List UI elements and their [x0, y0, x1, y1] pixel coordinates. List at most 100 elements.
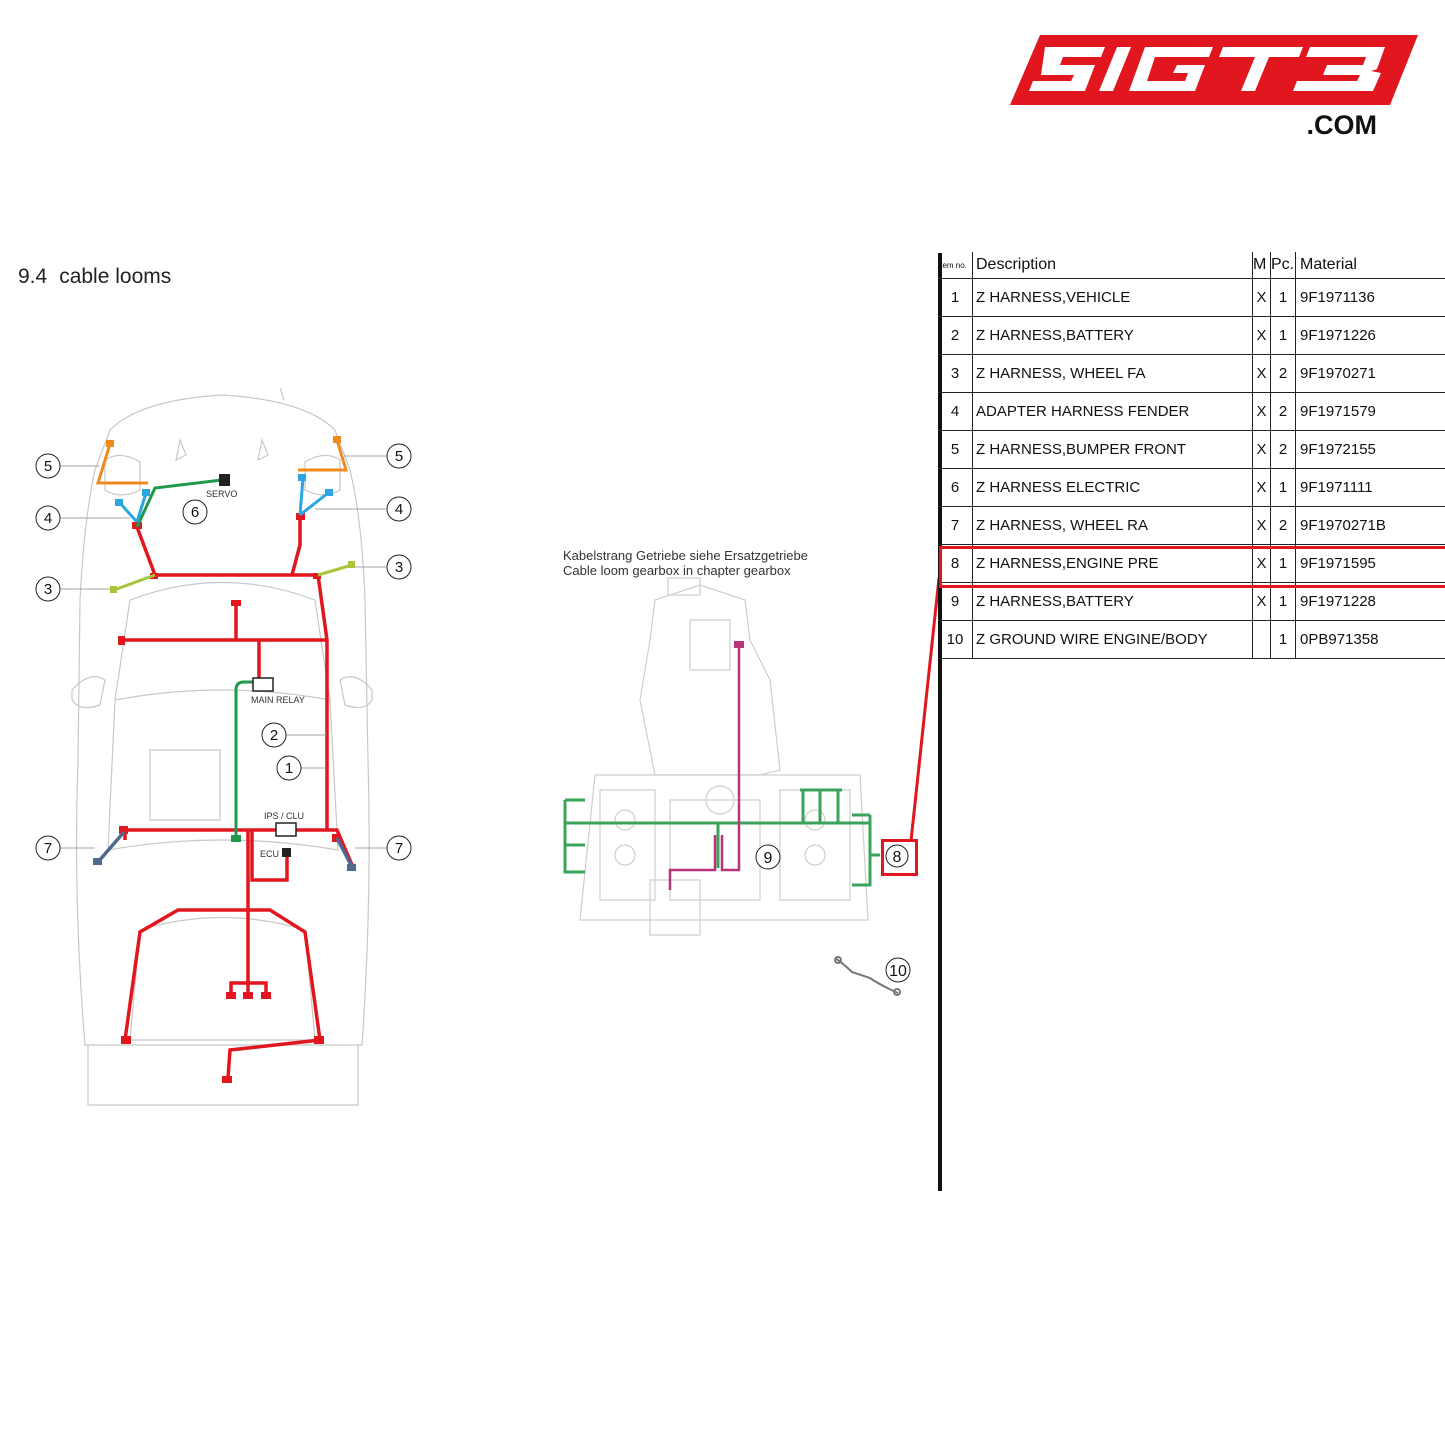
cell-pc: 1	[1270, 582, 1296, 621]
main-relay-label: MAIN RELAY	[251, 695, 305, 705]
section-number: 9.4	[18, 265, 48, 288]
header-m: M	[1252, 252, 1271, 279]
leader-lines	[60, 455, 386, 849]
header-pc: Pc.	[1270, 252, 1296, 279]
cell-m: X	[1252, 468, 1271, 507]
harness-fender	[118, 477, 329, 524]
callout-6: 6	[182, 499, 208, 525]
harness-vehicle-connectors	[118, 513, 341, 1083]
cell-item: 7	[938, 506, 973, 545]
cell-material: 9F1972155	[1295, 430, 1445, 469]
cell-description: Z HARNESS,VEHICLE	[972, 278, 1253, 317]
cell-description: Z HARNESS,BATTERY	[972, 316, 1253, 355]
svg-text:8: 8	[893, 849, 902, 866]
svg-text:3: 3	[44, 581, 52, 598]
svg-text:10: 10	[889, 963, 907, 980]
callout-2: 2	[261, 722, 287, 748]
logo-suffix: .COM	[1306, 110, 1378, 140]
harness-wheel-fa	[113, 563, 353, 592]
harness-battery	[234, 680, 255, 838]
cell-description: Z GROUND WIRE ENGINE/BODY	[972, 620, 1253, 659]
ecu-box	[282, 848, 291, 857]
cell-item: 8	[938, 544, 973, 583]
svg-text:1: 1	[285, 760, 293, 777]
ecu-label: ECU	[260, 849, 279, 859]
svg-text:5: 5	[395, 448, 403, 465]
servo-box	[219, 474, 230, 486]
callout-4-left: 4	[35, 505, 61, 531]
gearbox-note-en: Cable loom gearbox in chapter gearbox	[563, 563, 791, 578]
cell-material: 9F1971579	[1295, 392, 1445, 431]
svg-text:4: 4	[44, 510, 52, 527]
callout-3-right: 3	[386, 554, 412, 580]
ips-clu-label: IPS / CLU	[264, 811, 304, 821]
cell-material: 9F1971228	[1295, 582, 1445, 621]
cell-pc: 1	[1270, 316, 1296, 355]
logo-mark	[1010, 35, 1418, 105]
harness-battery-engine	[668, 645, 741, 890]
cell-pc: 2	[1270, 506, 1296, 545]
cell-pc: 1	[1270, 278, 1296, 317]
cell-description: Z HARNESS,ENGINE PRE	[972, 544, 1253, 583]
harness-electric	[135, 478, 223, 528]
cell-item: 1	[938, 278, 973, 317]
cell-item: 3	[938, 354, 973, 393]
callout-4-right: 4	[386, 496, 412, 522]
svg-text:2: 2	[270, 727, 278, 744]
ground-wire	[834, 956, 901, 996]
wheel-fa-connectors	[110, 561, 355, 593]
svg-text:6: 6	[191, 504, 199, 521]
cell-item: 10	[938, 620, 973, 659]
callout-7-right: 7	[386, 835, 412, 861]
callout-8-highlight	[881, 839, 918, 876]
engine-harness-diagram: 9 8 10	[563, 577, 911, 996]
cell-m: X	[1252, 544, 1271, 583]
cell-material: 9F1970271B	[1295, 506, 1445, 545]
engine-callouts: 9 8 10	[755, 844, 911, 983]
cell-m: X	[1252, 354, 1271, 393]
gearbox-note: Kabelstrang Getriebe siehe Ersatzgetrieb…	[563, 548, 808, 578]
engine-outline	[579, 577, 869, 936]
callout-8: 8	[885, 844, 909, 868]
cell-pc: 2	[1270, 430, 1296, 469]
callout-5-right: 5	[386, 443, 412, 469]
cell-material: 9F1971226	[1295, 316, 1445, 355]
cell-pc: 2	[1270, 392, 1296, 431]
cell-description: Z HARNESS,BUMPER FRONT	[972, 430, 1253, 469]
callout-10: 10	[885, 957, 911, 983]
callout-9: 9	[755, 844, 781, 870]
cell-m: X	[1252, 316, 1271, 355]
cell-m: X	[1252, 392, 1271, 431]
cell-material: 9F1970271	[1295, 354, 1445, 393]
cell-pc: 1	[1270, 620, 1296, 659]
cell-item: 4	[938, 392, 973, 431]
cell-m: X	[1252, 278, 1271, 317]
cell-m: X	[1252, 582, 1271, 621]
cell-description: Z HARNESS,BATTERY	[972, 582, 1253, 621]
bumper-connectors	[106, 436, 341, 447]
cell-pc: 2	[1270, 354, 1296, 393]
magenta-connector	[734, 641, 744, 648]
svg-text:7: 7	[44, 840, 52, 857]
cell-description: Z HARNESS, WHEEL FA	[972, 354, 1253, 393]
highlight-connector-line	[909, 577, 941, 842]
cell-item: 9	[938, 582, 973, 621]
cell-pc: 1	[1270, 544, 1296, 583]
callout-5-left: 5	[35, 453, 61, 479]
header-description: Description	[972, 252, 1253, 279]
svg-text:9: 9	[764, 850, 773, 867]
cell-item: 2	[938, 316, 973, 355]
